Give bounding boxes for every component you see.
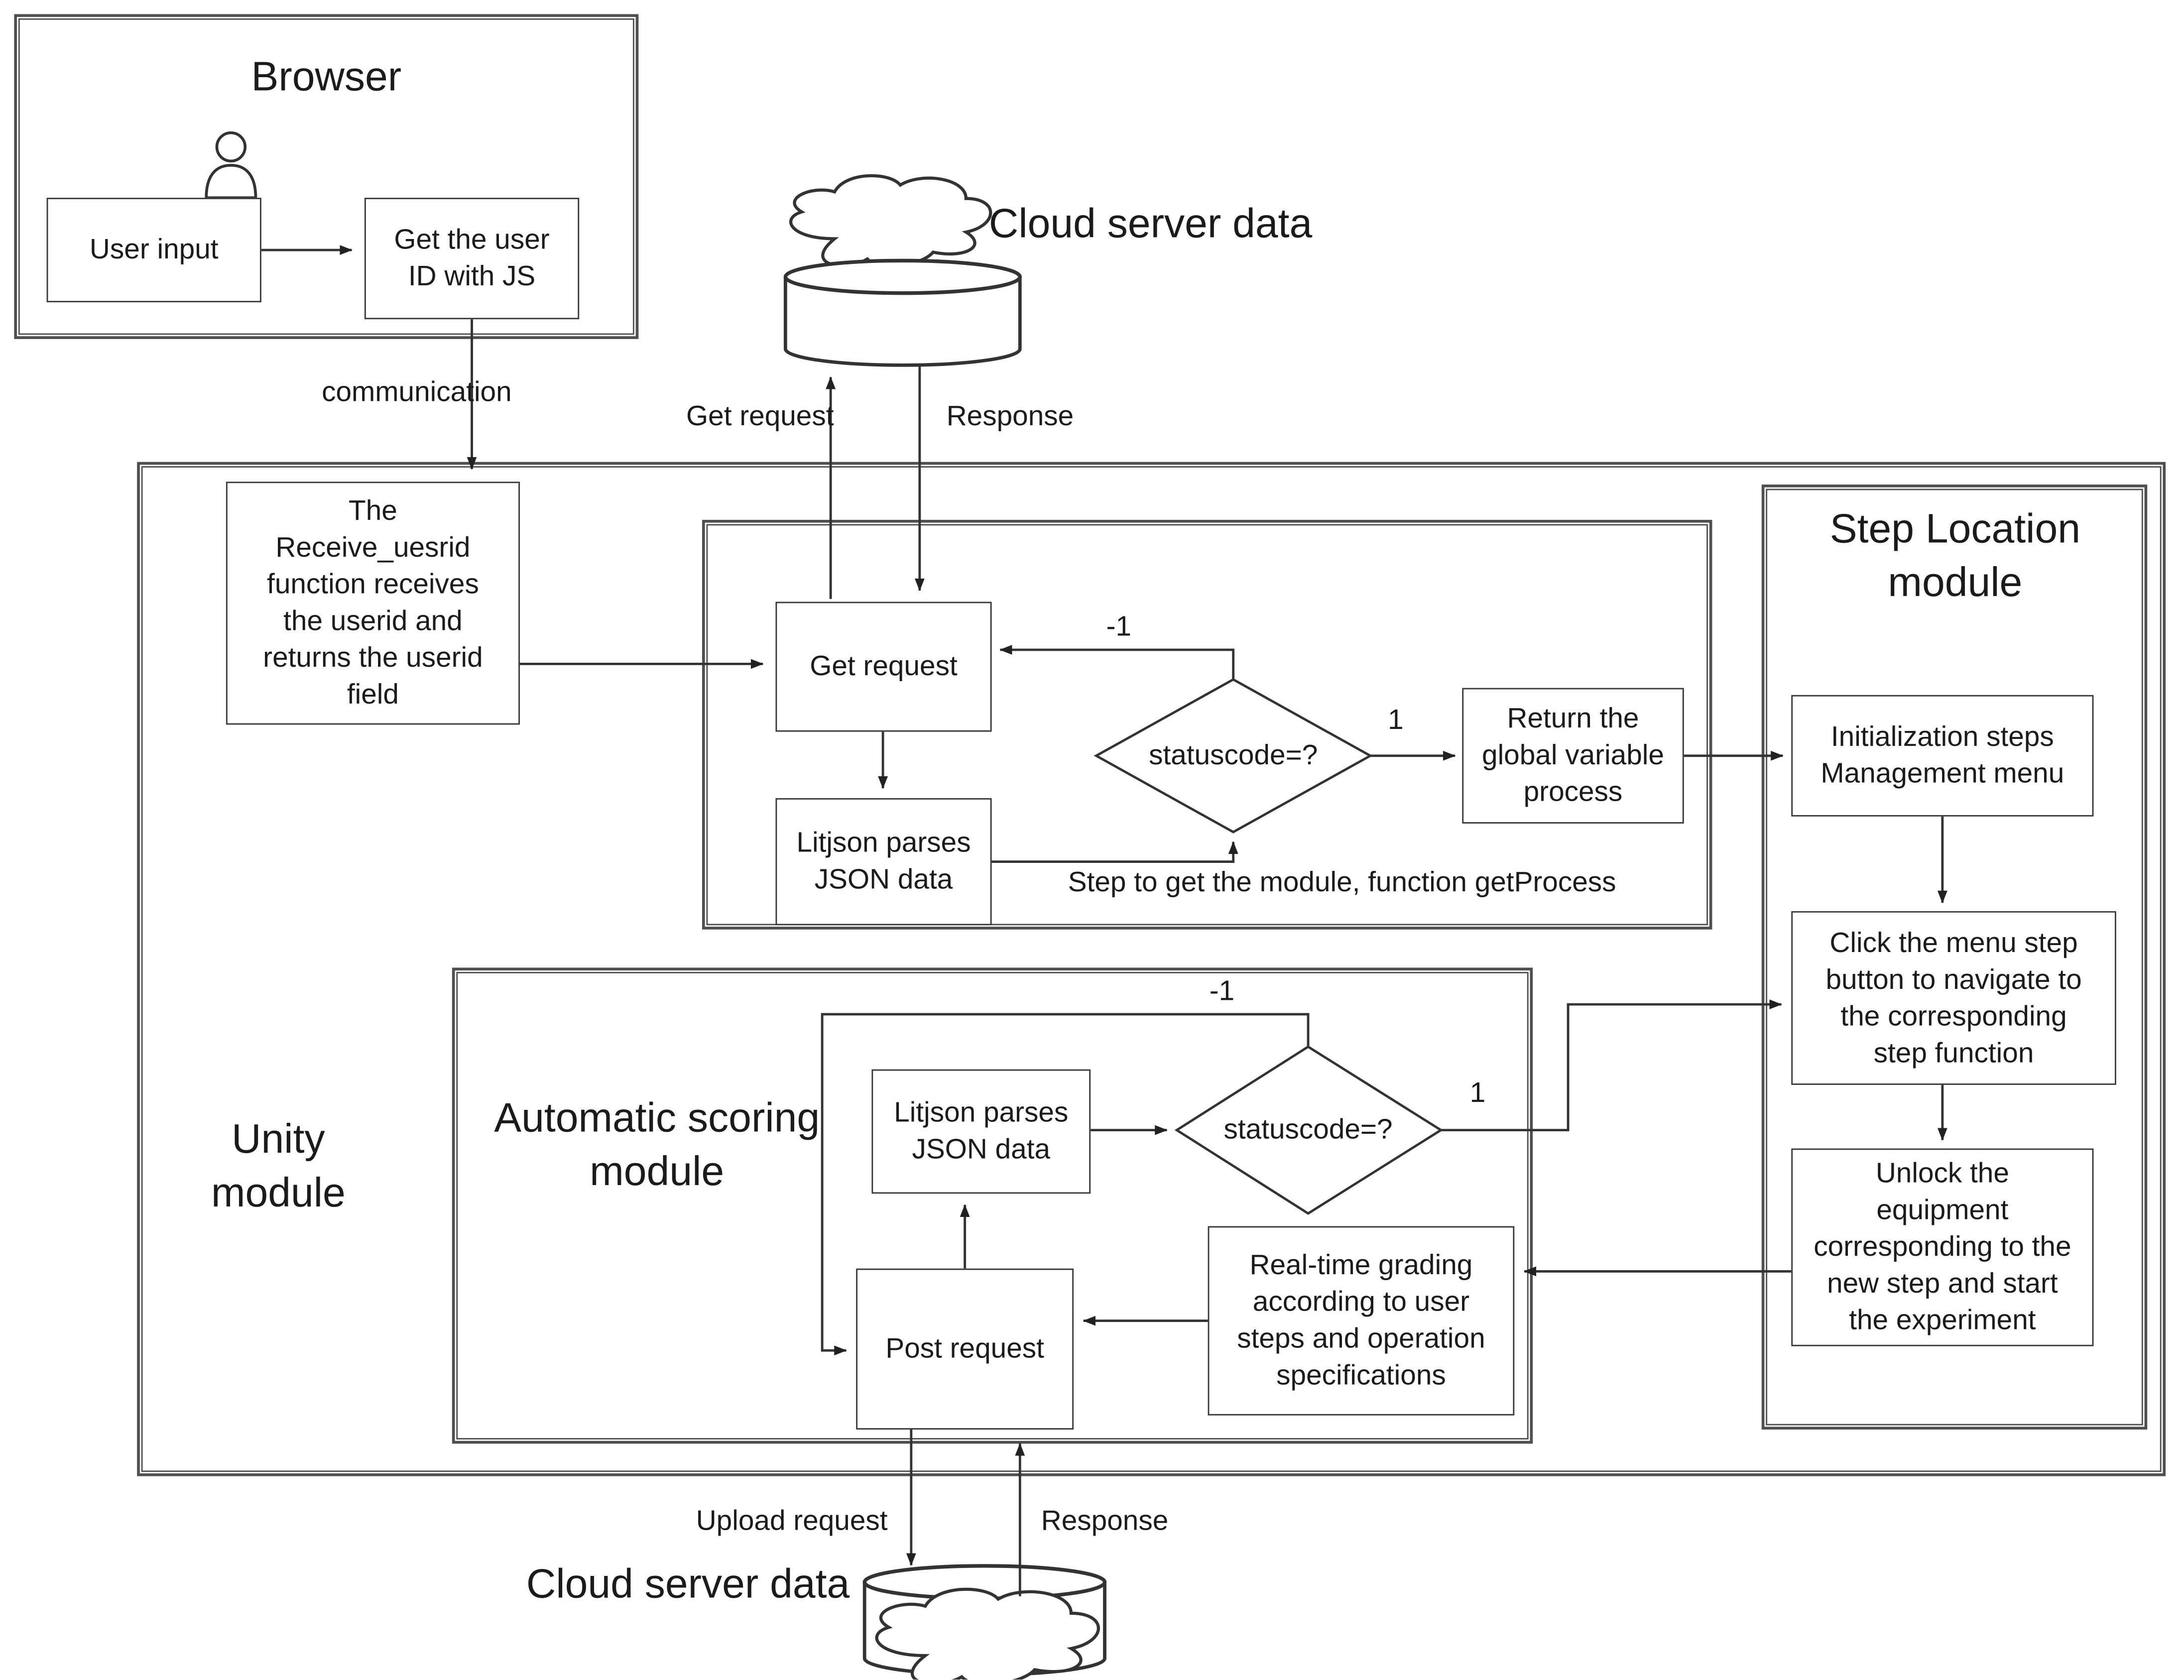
return-global-variable-label: Return the global variable process	[1482, 703, 1664, 808]
cloud-bottom-shape	[875, 1587, 1100, 1680]
branch-1-autoscoring: 1	[1469, 1078, 1486, 1109]
get-request-box: Get request	[775, 601, 992, 732]
click-menu-step-box: Click the menu step button to navigate t…	[1791, 911, 2116, 1085]
arrow-diamond1-minus1-loop	[999, 645, 1235, 681]
cloud-top-label: Cloud server data	[988, 202, 1313, 247]
communication-label: communication	[322, 377, 512, 408]
upload-request-label: Upload request	[696, 1506, 888, 1537]
realtime-grading-box: Real-time grading according to user step…	[1208, 1226, 1515, 1416]
post-request-label: Post request	[885, 1333, 1044, 1365]
cloud-bottom-label: Cloud server data	[526, 1562, 850, 1608]
get-request-arrow-label: Get request	[686, 401, 834, 433]
browser-title: Browser	[251, 55, 402, 101]
receive-userid-label: The Receive_uesrid function receives the…	[263, 495, 483, 711]
auto-scoring-module-label: Automatic scoring module	[494, 1096, 820, 1196]
statuscode-diamond-getprocess	[1093, 678, 1373, 834]
arrow-diamond2-ok-to-click	[1441, 999, 1782, 1132]
cylinder-top-body	[783, 277, 1022, 367]
post-request-box: Post request	[856, 1268, 1074, 1430]
unlock-equipment-box: Unlock the equipment corresponding to th…	[1791, 1148, 2094, 1346]
unlock-equipment-label: Unlock the equipment corresponding to th…	[1814, 1158, 2071, 1336]
arrow-diamond2-minus1-loop	[821, 1013, 1310, 1356]
response-bottom-label: Response	[1041, 1506, 1169, 1537]
statuscode-label-autoscoring: statuscode=?	[1223, 1113, 1393, 1145]
arrow-litjson1-to-diamond1	[991, 841, 1238, 863]
branch-minus1-getprocess: -1	[1106, 611, 1132, 643]
user-input-box: User input	[46, 198, 261, 303]
statuscode-label-getprocess: statuscode=?	[1149, 739, 1318, 771]
return-global-variable-box: Return the global variable process	[1462, 688, 1684, 824]
litjson-getprocess-label: Litjson parses JSON data	[796, 828, 971, 896]
get-request-box-label: Get request	[810, 651, 958, 683]
cloud-top-shape	[789, 174, 992, 268]
branch-1-getprocess: 1	[1388, 705, 1404, 736]
user-input-label: User input	[89, 234, 219, 266]
realtime-grading-label: Real-time grading according to user step…	[1237, 1250, 1485, 1392]
init-steps-label: Initialization steps Management menu	[1820, 721, 2064, 790]
litjson-box-autoscoring: Litjson parses JSON data	[871, 1069, 1091, 1194]
cylinder-top-lid	[783, 258, 1022, 295]
get-user-id-box: Get the user ID with JS	[364, 198, 580, 320]
branch-minus1-autoscoring: -1	[1209, 976, 1235, 1007]
statuscode-diamond-autoscoring	[1174, 1045, 1444, 1215]
unity-module-label: Unity module	[211, 1117, 346, 1216]
litjson-autoscoring-label: Litjson parses JSON data	[894, 1097, 1069, 1166]
response-top-arrow-label: Response	[946, 401, 1074, 433]
receive-userid-box: The Receive_uesrid function receives the…	[226, 481, 520, 725]
get-process-caption: Step to get the module, function getProc…	[1068, 867, 1616, 899]
person-icon	[205, 164, 257, 200]
init-steps-box: Initialization steps Management menu	[1791, 695, 2094, 817]
click-menu-step-label: Click the menu step button to navigate t…	[1825, 927, 2082, 1069]
get-user-id-label: Get the user ID with JS	[394, 225, 550, 293]
person-icon-head	[215, 131, 247, 163]
litjson-box-getprocess: Litjson parses JSON data	[775, 798, 992, 926]
step-location-title: Step Location module	[1829, 507, 2080, 606]
